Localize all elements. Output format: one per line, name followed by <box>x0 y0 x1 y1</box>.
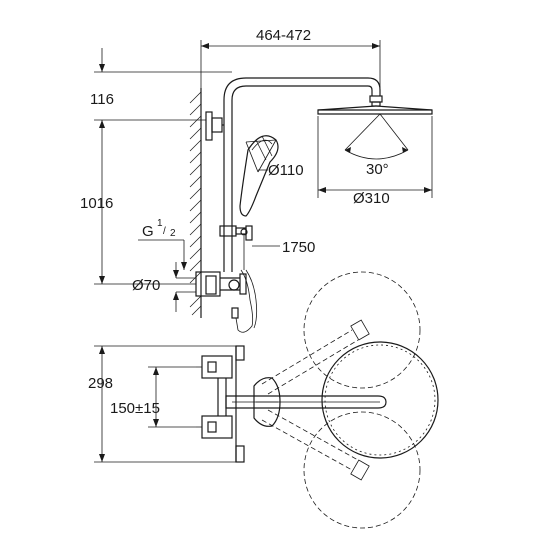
inlet-spacing-label: 150±15 <box>110 400 160 417</box>
shower-column <box>205 77 381 272</box>
top-view-dimensions <box>94 345 236 463</box>
thread-fraction-den: 2 <box>170 228 176 239</box>
shower-hose <box>231 236 258 333</box>
column-height-label: 1016 <box>80 195 113 212</box>
thread-label: G <box>142 223 154 240</box>
hand-shower-diameter-label: Ø110 <box>268 162 304 179</box>
head-shower-side <box>317 95 433 160</box>
side-view: 464-472 116 1016 G 1 / 2 Ø70 Ø110 30° Ø3… <box>80 27 433 333</box>
head-shower-top <box>321 341 439 459</box>
thread-fraction-slash: / <box>163 226 166 237</box>
head-tilt-label: 30° <box>366 161 389 178</box>
arm-top <box>225 395 387 409</box>
hand-shower <box>239 135 279 236</box>
top-view: 298 150±15 <box>88 271 439 529</box>
mixer-side <box>176 271 247 297</box>
hand-shower-top <box>253 377 281 427</box>
head-diameter-label: Ø310 <box>353 190 390 207</box>
top-offset-label: 116 <box>90 91 114 108</box>
thread-fraction-num: 1 <box>157 218 163 229</box>
wall-hatch-upper <box>189 88 202 318</box>
arm-reach-label: 464-472 <box>256 27 311 44</box>
hose-length-label: 1750 <box>282 239 315 256</box>
mixer-height-label: 298 <box>88 375 113 392</box>
swivel-range <box>261 271 421 529</box>
inlet-diameter-label: Ø70 <box>132 277 160 294</box>
dimension-lines <box>94 40 433 312</box>
mixer-top <box>196 355 233 439</box>
